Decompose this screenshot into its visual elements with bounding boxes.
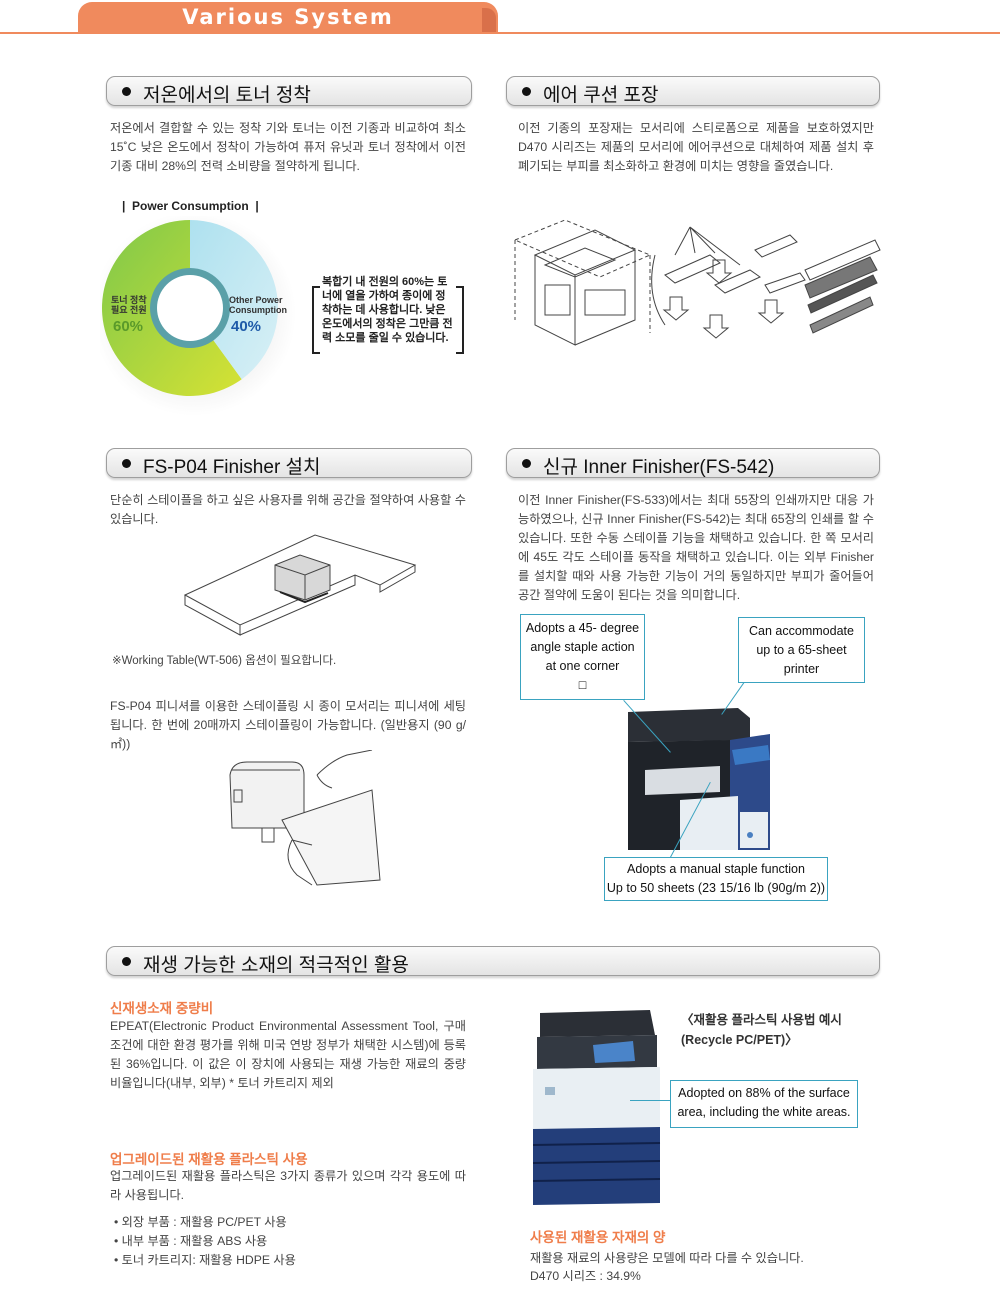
list-item: 토너 카트리지: 재활용 HDPE 사용 (114, 1251, 454, 1270)
printer-inner-finisher-image (628, 708, 770, 850)
air-body: 이전 기종의 포장재는 모서리에 스티로폼으로 제품을 보호하였지만 D470 … (518, 121, 874, 173)
recycle-body2: 업그레이드된 재활용 플라스틱은 3가지 종류가 있으며 각각 용도에 따라 사… (110, 1169, 466, 1202)
power-donut-chart (100, 216, 296, 416)
donut-hole (157, 275, 223, 341)
callout1-line2: angle staple action (530, 640, 635, 654)
chart-label-text: Power Consumption (132, 199, 249, 213)
air-cushion-illustration (513, 219, 881, 346)
bracket-left (312, 286, 320, 354)
bullet-icon (122, 87, 131, 96)
callout-surface-area: Adopted on 88% of the surface area, incl… (670, 1080, 858, 1128)
header-toner-title: 저온에서의 토너 정착 (143, 85, 311, 106)
slice-label-other-text: Other Power Consumption (229, 295, 287, 315)
recycle-body1: EPEAT(Electronic Product Environmental A… (110, 1019, 466, 1090)
header-finisher-p04: FS-P04 Finisher 설치 (106, 448, 472, 478)
chart-label-bar-left: | (122, 199, 133, 213)
stapling-illustration (229, 750, 381, 886)
header-air: 에어 쿠션 포장 (506, 76, 880, 106)
callout1-line3: at one corner (545, 659, 620, 673)
slice-label-toner: 토너 정착 필요 전원 (111, 295, 151, 315)
slice-label-other: Other Power Consumption (229, 295, 289, 315)
header-inner-finisher: 신규 Inner Finisher(FS-542) (506, 448, 880, 478)
banner-title: Various System (182, 5, 394, 29)
chart-label: | Power Consumption | (122, 199, 259, 213)
list-item: 외장 부품 : 재활용 PC/PET 사용 (114, 1213, 454, 1232)
example-title-line1: 〈재활용 플라스틱 사용법 예시 (681, 1013, 842, 1027)
list-item: 내부 부품 : 재활용 ABS 사용 (114, 1232, 454, 1251)
callout-manual-staple: Adopts a manual staple function Up to 50… (604, 857, 828, 901)
recycle-sub3: 사용된 재활용 자재의 양 (530, 1230, 666, 1245)
callout2-line2: up to a 65-sheet (756, 643, 847, 657)
header-toner: 저온에서의 토너 정착 (106, 76, 472, 106)
callout-65-sheet: Can accommodate up to a 65-sheet printer (738, 617, 865, 683)
working-table-illustration (183, 534, 417, 636)
bullet-icon (522, 87, 531, 96)
slice-label-toner-text: 토너 정착 필요 전원 (111, 295, 147, 315)
toner-body: 저온에서 결합할 수 있는 정착 기와 토너는 이전 기종과 비교하여 최소 1… (110, 121, 466, 173)
callout1-line1: Adopts a 45- degree (525, 621, 640, 635)
recycle-sub1: 신재생소재 중량비 (110, 1001, 214, 1016)
banner-underline (0, 32, 1000, 34)
pie-slice-1 (190, 220, 278, 380)
header-recycle-title: 재생 가능한 소재의 적극적인 활용 (143, 955, 409, 976)
bracket-right (456, 286, 464, 354)
callout2-line3: printer (783, 662, 820, 676)
recycle-body3b: D470 시리즈 : 34.9% (530, 1269, 641, 1283)
inner-finisher-body: 이전 Inner Finisher(FS-533)에서는 최대 55장의 인쇄까… (518, 493, 874, 602)
header-finisher-p04-title: FS-P04 Finisher 설치 (143, 457, 321, 478)
recycle-body3a: 재활용 재료의 사용량은 모델에 따라 다를 수 있습니다. (530, 1251, 804, 1265)
callout-45-degree: Adopts a 45- degree angle staple action … (520, 614, 645, 700)
recycle-sub2: 업그레이드된 재활용 플라스틱 사용 (110, 1152, 308, 1167)
section-banner: Various System (78, 2, 498, 34)
callout1-staple-icon: □ (578, 678, 587, 692)
header-inner-finisher-title: 신규 Inner Finisher(FS-542) (543, 457, 775, 478)
recycle-callout-leader (630, 1100, 670, 1101)
recycle-callout-line1: Adopted on 88% of the surface (678, 1086, 850, 1100)
recycle-bullet-list: 외장 부품 : 재활용 PC/PET 사용 내부 부품 : 재활용 ABS 사용… (114, 1213, 454, 1270)
callout3-line1: Adopts a manual staple function (627, 862, 805, 876)
example-title-line2: (Recycle PC/PET)〉 (681, 1033, 798, 1047)
printer-recycle-image (532, 1010, 661, 1205)
header-recycle: 재생 가능한 소재의 적극적인 활용 (106, 946, 880, 976)
header-air-title: 에어 쿠션 포장 (543, 85, 659, 106)
recycle-callout-line2: area, including the white areas. (677, 1105, 851, 1119)
chart-label-bar-right: | (248, 199, 259, 213)
callout2-line1: Can accommodate (749, 624, 854, 638)
finisher-p04-body: 단순히 스테이플을 하고 싶은 사용자를 위해 공간을 절약하여 사용할 수 있… (110, 493, 466, 526)
slice-value-toner: 60% (113, 318, 144, 335)
bullet-icon (522, 459, 531, 468)
banner-fold (482, 8, 496, 32)
finisher-p04-body2: FS-P04 피니셔를 이용한 스테이플링 시 종이 모서리는 피니셔에 세팅됩… (110, 699, 466, 751)
working-table-note: ※Working Table(WT-506) 옵션이 필요합니다. (112, 655, 337, 667)
bullet-icon (122, 459, 131, 468)
bullet-icon (122, 957, 131, 966)
callout3-line2: Up to 50 sheets (23 15/16 lb (90g/m 2)) (606, 881, 826, 895)
recycle-example-title: 〈재활용 플라스틱 사용법 예시 (Recycle PC/PET)〉 (681, 1010, 842, 1050)
bracket-note: 복합기 내 전원의 60%는 토너에 열을 가하여 종이에 정착하는 데 사용합… (322, 276, 453, 344)
slice-value-other: 40% (231, 318, 262, 335)
